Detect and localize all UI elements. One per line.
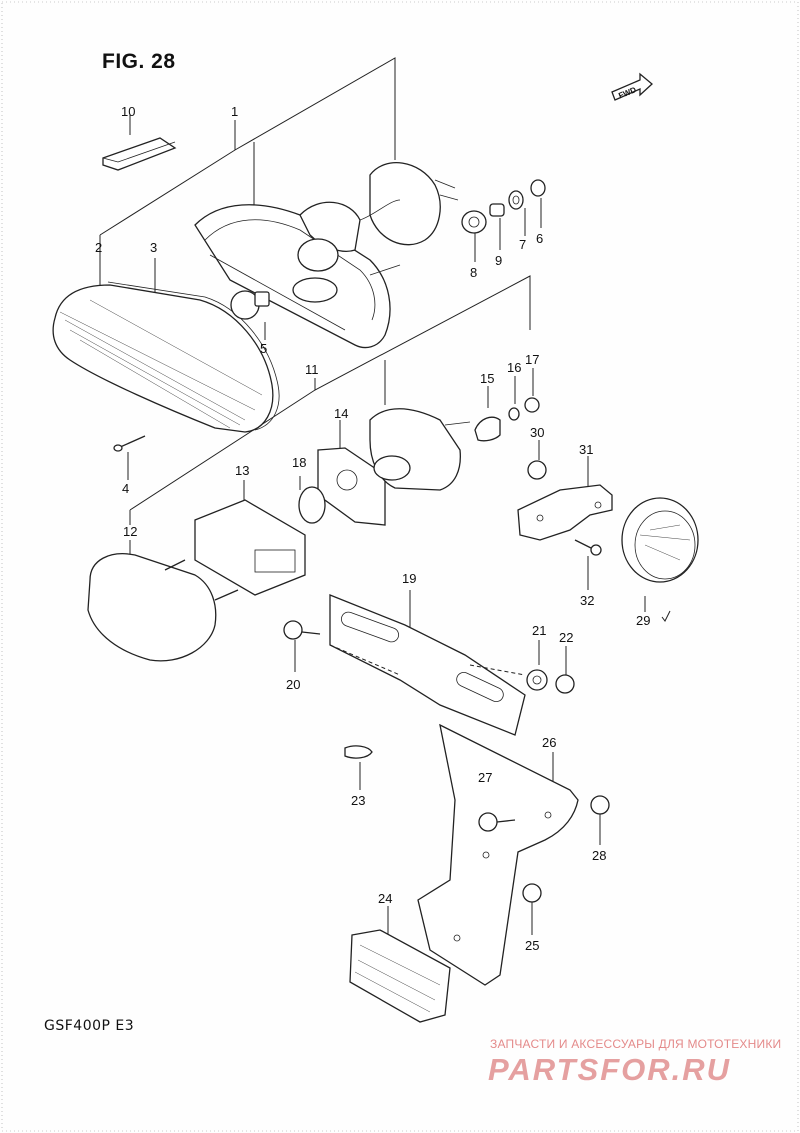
callout-27: 27: [478, 770, 492, 785]
part-29-reflector: [621, 497, 699, 583]
callout-16: 16: [507, 360, 521, 375]
part-1-tail-lamp-housing: [194, 201, 401, 349]
part-17-nut: [524, 397, 540, 413]
part-20-bolt: [283, 620, 321, 640]
callout-17: 17: [525, 352, 539, 367]
callout-labels: 1 2 3 4 5 6 7 8 9 10 11 12 13 14 15 16 1…: [95, 104, 650, 953]
callout-12: 12: [123, 524, 137, 539]
part-4-screw: [113, 435, 146, 452]
callout-24: 24: [378, 891, 392, 906]
callout-28: 28: [592, 848, 606, 863]
callout-5: 5: [260, 341, 267, 356]
part-3-gasket: [107, 281, 280, 431]
callout-22: 22: [559, 630, 573, 645]
part-32-screw: [574, 539, 602, 556]
callout-11: 11: [305, 362, 319, 377]
callout-9: 9: [495, 253, 502, 268]
callout-26: 26: [542, 735, 556, 750]
watermark-logo: PARTSFOR.RU: [488, 1052, 732, 1087]
callout-20: 20: [286, 677, 300, 692]
callout-19: 19: [402, 571, 416, 586]
part-30-nut: [527, 460, 547, 480]
callout-30: 30: [530, 425, 544, 440]
part-16-washer: [508, 407, 520, 421]
callout-2: 2: [95, 240, 102, 255]
part-socket-cover: [359, 162, 459, 246]
fwd-label: FWD: [617, 85, 637, 100]
callout-6: 6: [536, 231, 543, 246]
callout-21: 21: [532, 623, 546, 638]
figure-title: FIG. 28: [102, 50, 176, 73]
part-21-washer: [526, 669, 548, 691]
callout-25: 25: [525, 938, 539, 953]
part-19-plate-bracket: [329, 594, 526, 736]
callout-15: 15: [480, 371, 494, 386]
part-15-grommet: [474, 416, 501, 442]
part-22-nut: [555, 674, 575, 694]
callout-14: 14: [334, 406, 348, 421]
part-8-grommet: [461, 210, 487, 234]
callout-8: 8: [470, 265, 477, 280]
callout-23: 23: [351, 793, 365, 808]
part-9-collar: [489, 203, 505, 217]
callout-1: 1: [231, 104, 238, 119]
part-2-lens: [52, 284, 274, 433]
part-license-lamp-housing: [369, 408, 471, 491]
callout-18: 18: [292, 455, 306, 470]
callout-10: 10: [121, 104, 135, 119]
part-7-washer: [508, 190, 524, 210]
part-26-bracket: [417, 723, 579, 986]
part-6-nut: [530, 179, 546, 197]
watermark-tagline: ЗАПЧАСТИ И АКСЕССУАРЫ ДЛЯ МОТОТЕХНИКИ: [490, 1037, 782, 1051]
callout-31: 31: [579, 442, 593, 457]
part-28-nut: [590, 795, 610, 815]
part-13-cover: [194, 499, 306, 596]
callout-29: 29: [636, 613, 650, 628]
callout-4: 4: [122, 481, 129, 496]
callout-13: 13: [235, 463, 249, 478]
connector-dashes: [329, 644, 526, 676]
part-27-bolt: [478, 812, 516, 832]
part-24-rear-reflector: [349, 929, 451, 1023]
part-23-bulb: [344, 745, 373, 759]
part-31-reflector-bracket: [517, 484, 613, 541]
callout-32: 32: [580, 593, 594, 608]
callout-3: 3: [150, 240, 157, 255]
part-10-label: [102, 137, 177, 171]
part-25-nut: [522, 883, 542, 903]
fwd-arrow-icon: FWD: [611, 72, 653, 101]
check-icon: [661, 610, 671, 622]
part-12-turn-signal: [87, 553, 239, 662]
part-5-bulb: [230, 290, 270, 320]
callout-7: 7: [519, 237, 526, 252]
model-code: GSF400P E3: [44, 1018, 135, 1034]
leader-lines: [99, 57, 646, 935]
part-18-bulb: [298, 486, 326, 524]
